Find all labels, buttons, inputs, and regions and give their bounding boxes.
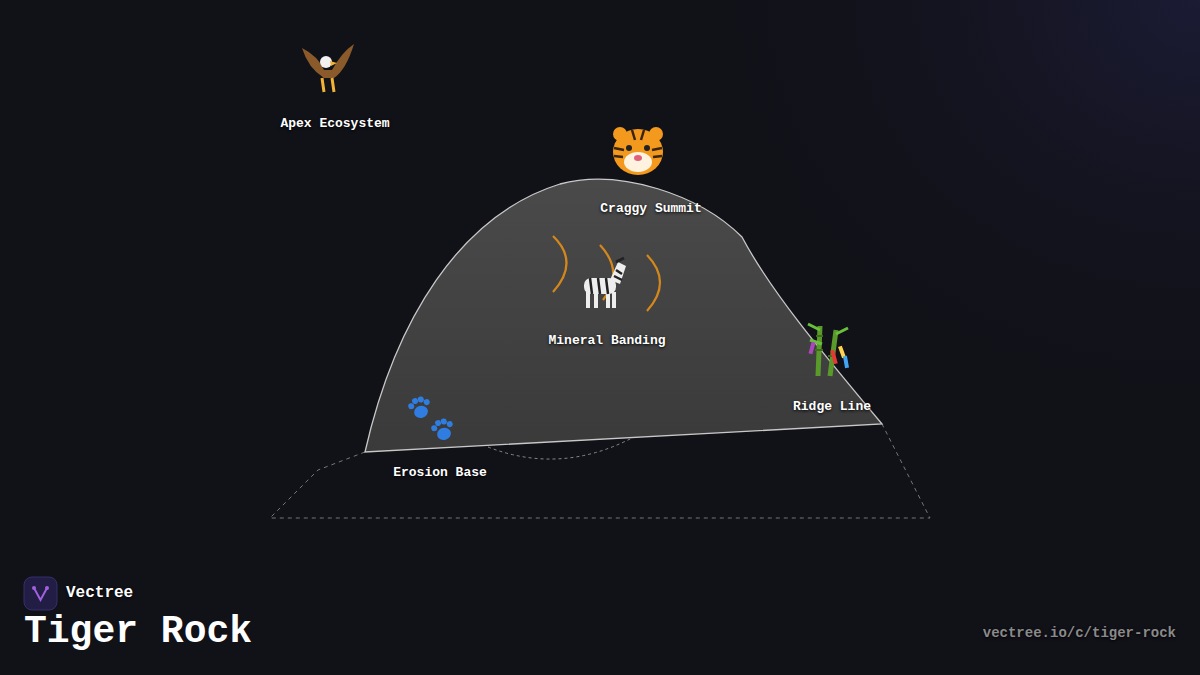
brand-logo [24,577,57,610]
mineral-bands [553,236,660,311]
bamboo-icon [808,324,849,376]
callout-label: Craggy Summit [600,201,701,216]
eagle-icon [302,44,354,92]
tiger-icon [613,127,663,175]
page-title: Tiger Rock [24,610,252,653]
callout-label: Ridge Line [793,399,871,414]
zebra-icon [584,258,626,308]
callout-label: Erosion Base [393,465,487,480]
callout-label: Mineral Banding [548,333,665,348]
brand-name: Vectree [66,584,133,602]
callout-label: Apex Ecosystem [280,116,389,131]
paw-icon [407,395,457,443]
erosion-arc [488,438,632,459]
rock-mass [365,179,882,452]
url-label: vectree.io/c/tiger-rock [983,625,1176,641]
